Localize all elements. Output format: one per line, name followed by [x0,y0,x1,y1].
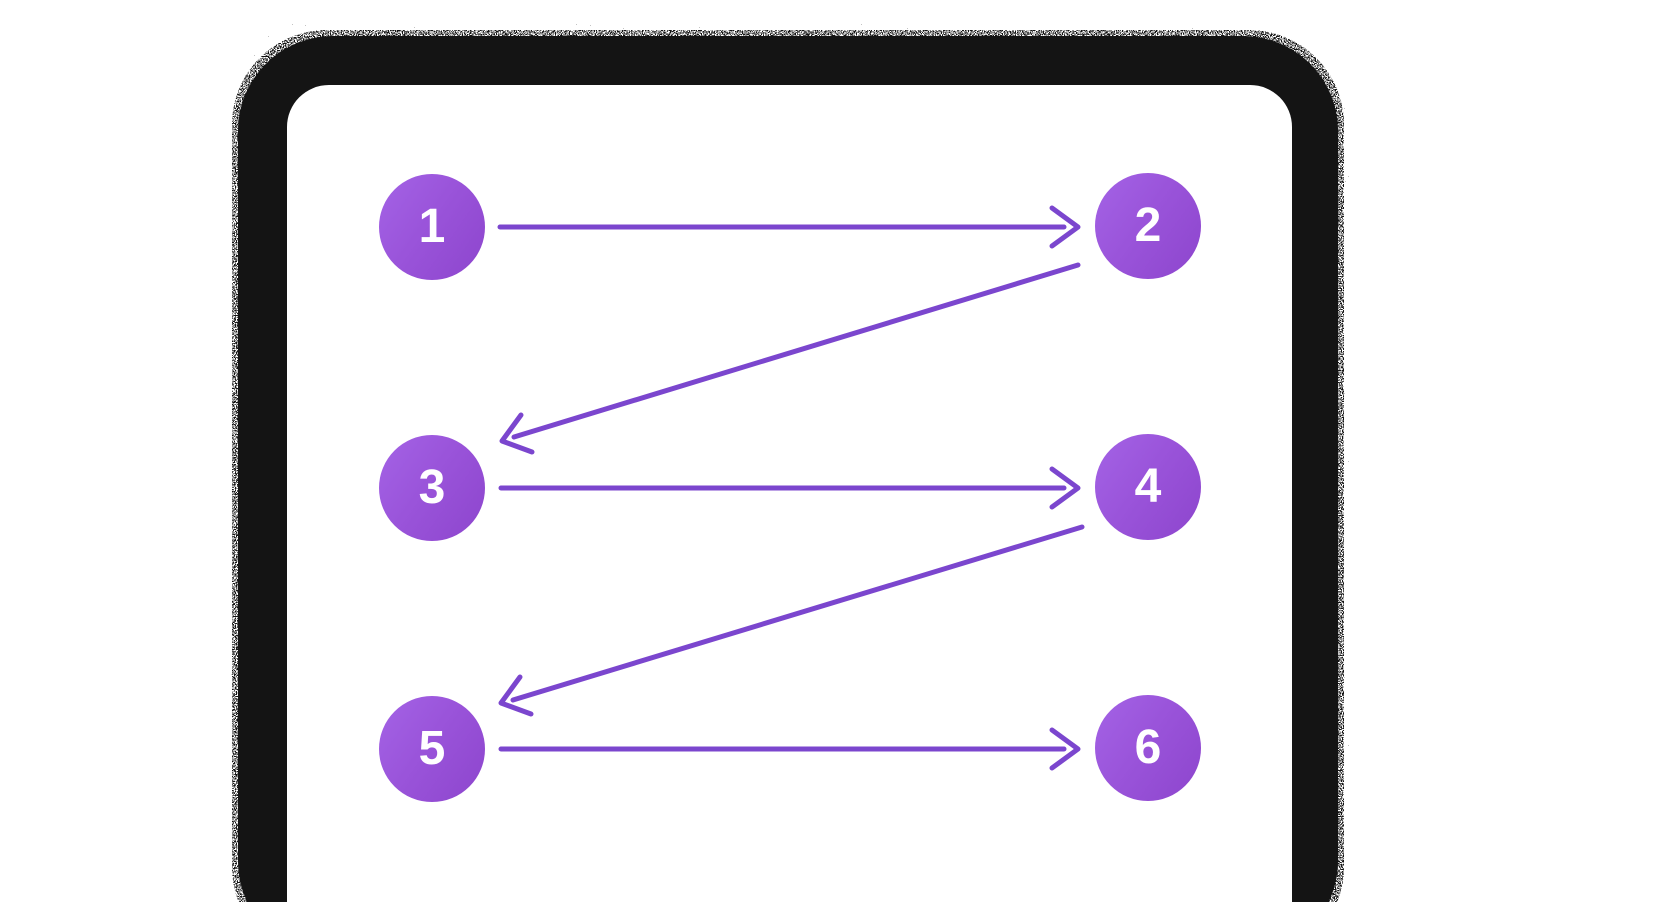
step-number-3: 3 [418,461,446,514]
step-node-4: 4 [1095,434,1201,540]
step-node-5: 5 [379,696,485,802]
step-node-6: 6 [1095,695,1201,801]
step-number-2: 2 [1134,199,1162,252]
step-node-3: 3 [379,435,485,541]
step-node-2: 2 [1095,173,1201,279]
step-number-6: 6 [1134,721,1162,774]
step-number-1: 1 [418,200,446,253]
step-node-1: 1 [379,174,485,280]
step-number-4: 4 [1134,460,1162,513]
step-number-5: 5 [418,722,446,775]
